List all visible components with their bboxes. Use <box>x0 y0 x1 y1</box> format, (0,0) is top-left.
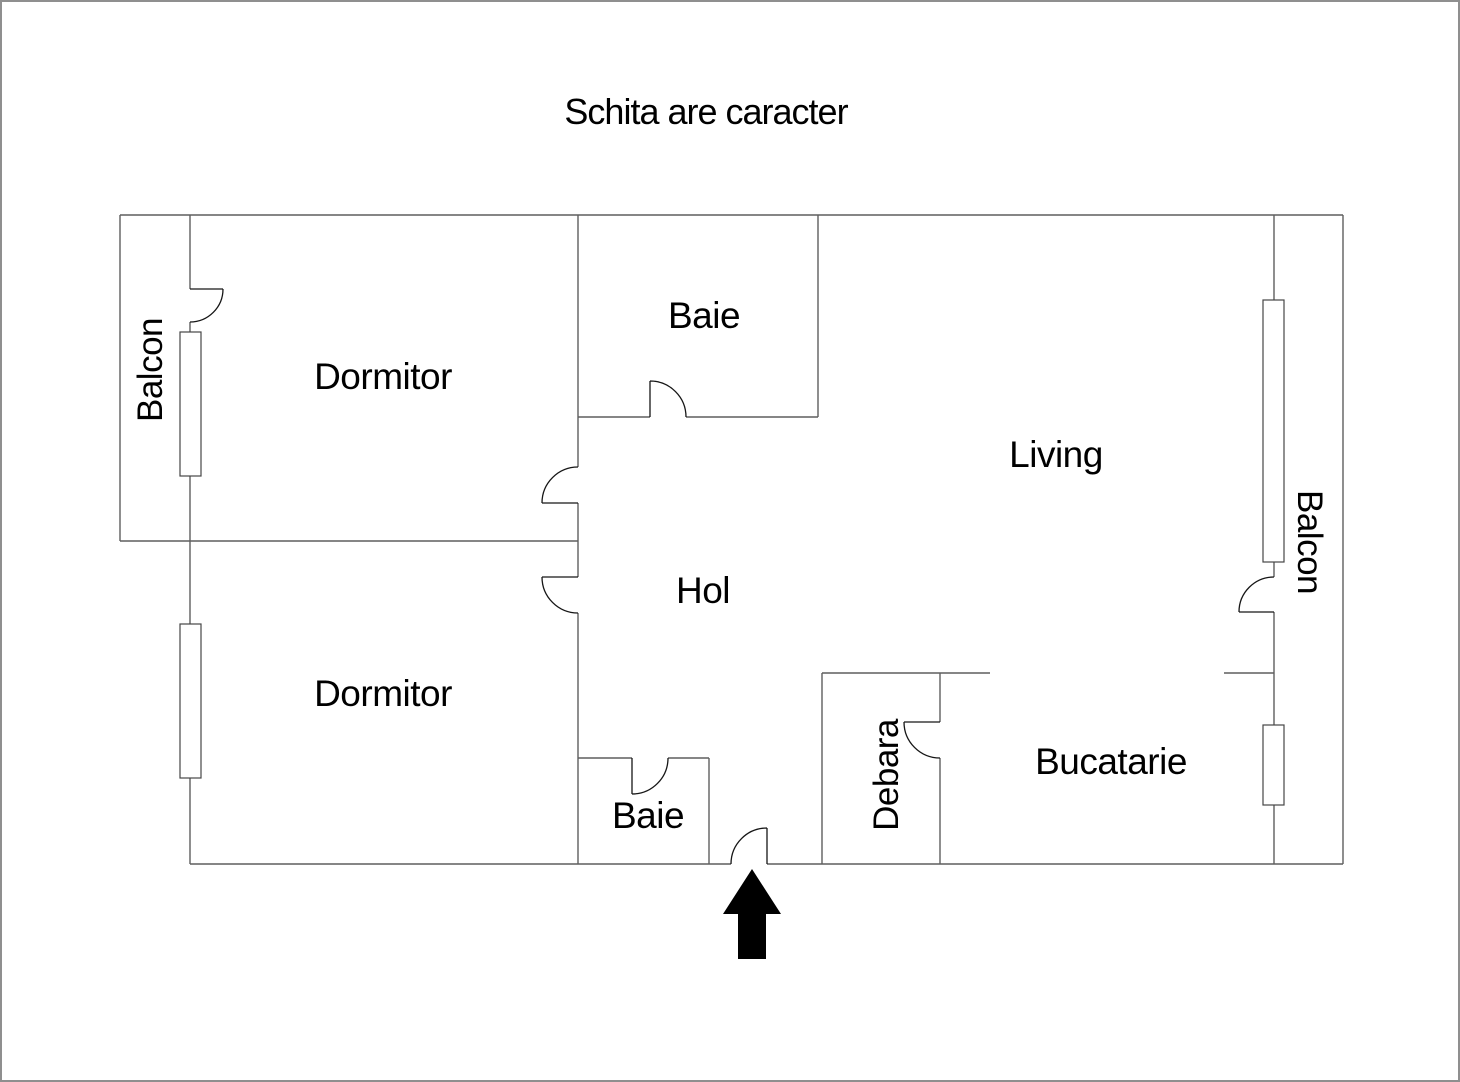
door-entrance <box>730 827 768 865</box>
door-baie-bottom <box>631 757 669 795</box>
room-label-living: Living <box>1009 434 1103 475</box>
room-label-dormitor-top: Dormitor <box>314 356 452 397</box>
doors <box>189 288 1275 865</box>
page-title: Schita are caracter <box>564 91 848 132</box>
window-dormitor-bottom <box>179 623 202 779</box>
room-label-baie-bottom: Baie <box>612 795 684 836</box>
room-label-debara: Debara <box>867 718 906 831</box>
window-balcon-left-dormitor <box>179 331 202 477</box>
window-bucatarie-balcon <box>1262 724 1285 806</box>
door-balcon-left <box>189 288 224 323</box>
window-living-balcon <box>1262 299 1285 563</box>
room-label-balcon-right: Balcon <box>1290 490 1329 594</box>
door-baie-top <box>649 380 687 418</box>
windows <box>179 299 1285 806</box>
room-label-balcon-left: Balcon <box>131 318 170 422</box>
door-dormitor-bottom <box>541 576 579 614</box>
room-label-hol: Hol <box>676 570 730 611</box>
room-label-baie-top: Baie <box>668 295 740 336</box>
door-balcon-right <box>1238 576 1275 613</box>
room-labels: Balcon Dormitor Baie Living Hol Dormitor… <box>131 295 1329 836</box>
walls <box>119 214 1344 865</box>
door-dormitor-top <box>541 466 579 504</box>
door-debara <box>903 721 941 759</box>
room-label-dormitor-bottom: Dormitor <box>314 673 452 714</box>
entrance-arrow-icon <box>723 869 781 959</box>
room-label-bucatarie: Bucatarie <box>1035 741 1187 782</box>
